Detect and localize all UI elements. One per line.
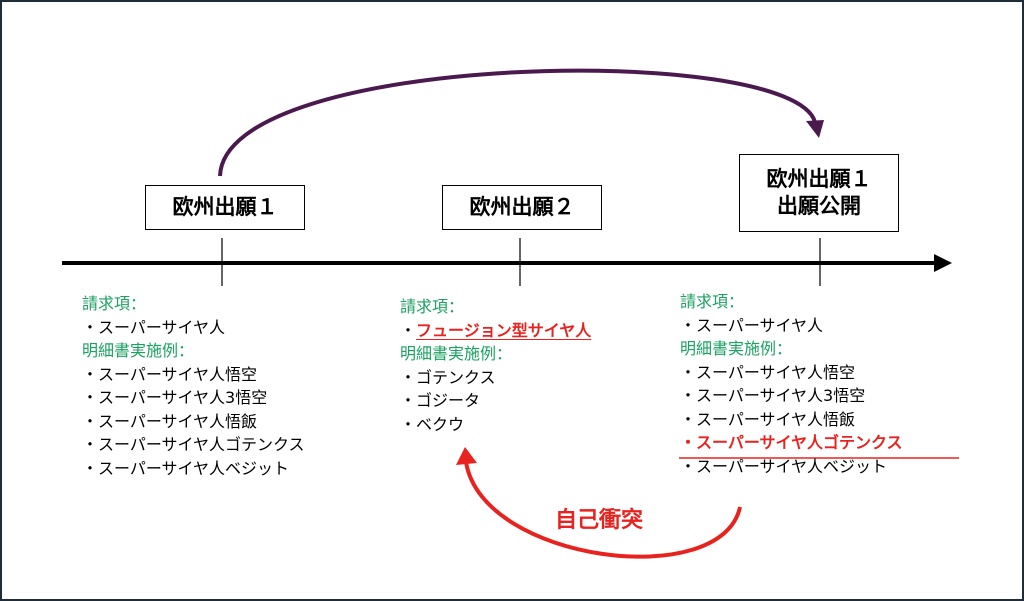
app2-contents: 請求項： ・フュージョン型サイヤ人 明細書実施例： ・ゴテンクス ・ゴジータ ・… xyxy=(400,295,591,436)
publication-arc xyxy=(218,68,817,177)
pub-claims-label: 請求項： xyxy=(680,292,745,311)
app2-embodiments-label: 明細書実施例： xyxy=(400,344,513,363)
pub-embodiments-label: 明細書実施例： xyxy=(680,339,793,358)
app2-claim-bullet: ・ xyxy=(400,320,417,340)
app1-embodiment: ・スーパーサイヤ人ベジット xyxy=(82,458,290,478)
pub-embodiment: ・スーパーサイヤ人悟空 xyxy=(680,362,856,382)
app2-claims-label: 請求項： xyxy=(400,297,465,316)
publication-line1: 欧州出願１ xyxy=(766,167,872,191)
app1-embodiments-label: 明細書実施例： xyxy=(82,341,195,360)
app1-claim: ・スーパーサイヤ人 xyxy=(82,317,226,337)
publication-arc-arrowhead xyxy=(806,120,824,138)
timeline-arrowhead xyxy=(934,254,952,272)
app1-claims-label: 請求項： xyxy=(82,294,147,313)
app2-embodiment: ・ゴテンクス xyxy=(400,367,496,387)
pub-embodiment: ・スーパーサイヤ人悟飯 xyxy=(680,409,856,429)
app1-embodiment: ・スーパーサイヤ人悟空 xyxy=(82,364,258,384)
app2-embodiment: ・ゴジータ xyxy=(400,391,481,410)
publication-line2: 出願公開 xyxy=(777,194,861,218)
app1-contents: 請求項： ・スーパーサイヤ人 明細書実施例： ・スーパーサイヤ人悟空 ・スーパー… xyxy=(82,292,305,480)
app1-box: 欧州出願１ xyxy=(145,185,305,230)
app2-claim-highlight: フュージョン型サイヤ人 xyxy=(416,320,592,340)
conflict-arc xyxy=(464,461,742,559)
self-collision-label: 自己衝突 xyxy=(555,508,644,533)
publication-contents: 請求項： ・スーパーサイヤ人 明細書実施例： ・スーパーサイヤ人悟空 ・スーパー… xyxy=(680,290,903,478)
app2-box: 欧州出願２ xyxy=(442,185,602,230)
conflict-arc-arrowhead xyxy=(456,447,477,465)
app1-embodiment: ・スーパーサイヤ人3悟空 xyxy=(82,388,268,407)
publication-box: 欧州出願１ 出願公開 xyxy=(739,154,899,232)
app2-claim: ・フュージョン型サイヤ人 xyxy=(400,319,591,343)
pub-highlighted-embodiment: ・スーパーサイヤ人ゴテンクス xyxy=(680,433,903,452)
pub-claim: ・スーパーサイヤ人 xyxy=(680,315,824,335)
app1-embodiment: ・スーパーサイヤ人悟飯 xyxy=(82,411,258,431)
app2-embodiment: ・ベクウ xyxy=(400,414,465,434)
app1-label: 欧州出願１ xyxy=(172,195,278,219)
app1-embodiment: ・スーパーサイヤ人ゴテンクス xyxy=(82,435,305,454)
pub-embodiment: ・スーパーサイヤ人ベジット xyxy=(680,456,888,476)
pub-embodiment: ・スーパーサイヤ人3悟空 xyxy=(680,386,866,405)
app2-label: 欧州出願２ xyxy=(469,195,575,219)
